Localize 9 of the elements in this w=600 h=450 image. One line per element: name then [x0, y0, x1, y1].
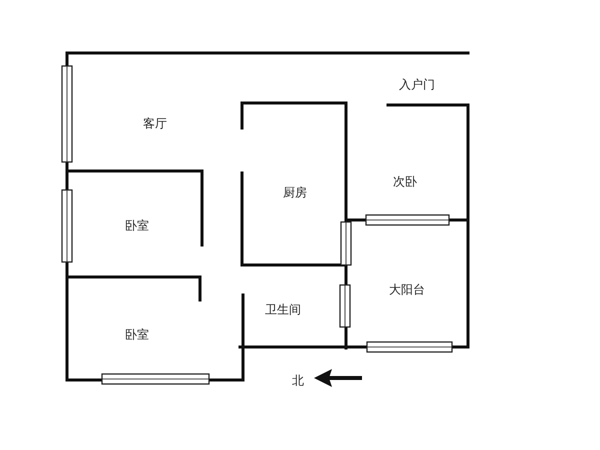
room-label: 客厅 [143, 116, 167, 132]
room-label: 厨房 [283, 184, 307, 202]
compass-label: 北 [292, 372, 304, 390]
room-label: 卫生间 [265, 302, 301, 318]
door-label: 入户门 [399, 76, 435, 94]
room-label: 卧室 [125, 326, 149, 344]
room-label: 次卧 [393, 174, 417, 190]
room-label: 大阳台 [389, 282, 425, 298]
room-label: 卧室 [125, 218, 149, 234]
